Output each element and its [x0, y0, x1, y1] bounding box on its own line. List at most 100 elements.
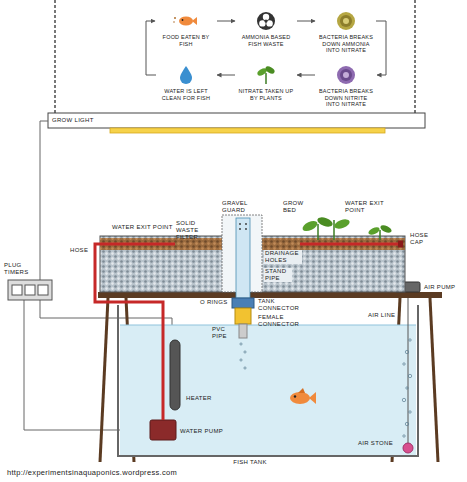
table-leg [430, 298, 438, 462]
bacteria-icon [337, 12, 355, 30]
hose-cap [398, 241, 403, 248]
part-label: GROW LIGHT [52, 117, 94, 124]
chain [55, 0, 415, 113]
air-stone [403, 443, 413, 453]
bubbles [409, 411, 411, 413]
part-label: O RINGS [200, 299, 227, 306]
water-pump [150, 420, 176, 440]
fish [294, 395, 296, 397]
part-label: AIR LINE [368, 312, 395, 319]
power-wire [40, 121, 48, 280]
stand-pipe [236, 218, 250, 298]
plug-timers [8, 280, 52, 300]
plant-icon [256, 65, 275, 84]
bubbles [402, 398, 405, 401]
biohazard-icon [257, 12, 275, 30]
fish [309, 392, 316, 404]
plant [301, 216, 393, 240]
cycle-step: NITRATE TAKEN UP BY PLANTS [238, 64, 294, 101]
plug-timers [12, 285, 22, 295]
cycle-step: FOOD EATEN BY FISH [158, 10, 214, 47]
bubbles [240, 359, 242, 361]
biohazard-icon [263, 14, 269, 20]
step-text: BACTERIA BREAKS DOWN NITRITE INTO NITRAT… [318, 88, 374, 108]
bacteria-icon [337, 66, 355, 84]
plug-timers [8, 280, 52, 300]
bubbles [406, 387, 408, 389]
fish-food-icon [173, 17, 197, 26]
fish [290, 392, 310, 404]
air-line [408, 292, 409, 443]
step-text: BACTERIA BREAKS DOWN AMMONIA INTO NITRAT… [318, 34, 374, 54]
female-connector [235, 308, 251, 324]
plug-timers [38, 285, 48, 295]
table-leg [100, 298, 108, 462]
bubbles [244, 351, 246, 353]
part-label: FISH TANK [220, 459, 280, 466]
step-text: AMMONIA BASED FISH WASTE [238, 34, 294, 47]
part-label: WATER EXIT POINT [345, 200, 385, 214]
cycle-step: AMMONIA BASED FISH WASTE [238, 10, 294, 47]
air-line [408, 292, 409, 443]
bacteria-icon [337, 66, 355, 84]
part-label: TANK CONNECTOR [258, 298, 300, 312]
cycle-arrow [297, 75, 315, 76]
bacteria-icon [343, 18, 349, 24]
step-text: NITRATE TAKEN UP BY PLANTS [238, 88, 294, 101]
tank-connector [232, 298, 254, 308]
part-label: HOSE [70, 247, 88, 254]
chain [414, 0, 416, 113]
fish-food-icon [182, 19, 184, 21]
pvc-pipe [239, 324, 247, 338]
stand-pipe [245, 228, 247, 230]
hose [95, 244, 175, 420]
heater [170, 340, 180, 410]
stand-pipe [239, 223, 241, 225]
fish [290, 388, 316, 404]
grow-light [110, 128, 385, 133]
cycle-step: BACTERIA BREAKS DOWN AMMONIA INTO NITRAT… [318, 10, 374, 54]
source-url: http://experimentsinaquaponics.wordpress… [6, 468, 178, 477]
plant [367, 226, 380, 237]
table-leg [100, 298, 438, 462]
bubbles [240, 339, 412, 437]
stand-pipe [239, 228, 241, 230]
part-label: AIR PUMP [424, 284, 455, 291]
hose-cap [398, 241, 403, 248]
plant [316, 216, 334, 229]
water-drop-icon [180, 66, 192, 84]
air-stone [403, 443, 413, 453]
part-label: FEMALE CONNECTOR [258, 314, 300, 328]
hose [300, 243, 398, 246]
hose [95, 244, 398, 420]
step-text: FOOD EATEN BY FISH [158, 34, 214, 47]
bacteria-icon [340, 15, 352, 27]
cycle-arrow [217, 21, 235, 22]
heater [170, 340, 180, 410]
part-label: PLUG TIMERS [4, 262, 34, 276]
bubbles [240, 343, 242, 345]
cycle-step: WATER IS LEFT CLEAN FOR FISH [158, 64, 214, 101]
part-label: SOLID WASTE FILTER [176, 220, 218, 240]
part-label: WATER PUMP [180, 428, 223, 435]
female-connector [235, 308, 251, 324]
tank-connector [232, 298, 254, 308]
fish-food-icon [173, 21, 175, 23]
plant [379, 224, 392, 235]
biohazard-icon [264, 19, 267, 22]
bubbles [244, 367, 246, 369]
cycle-arrow [376, 21, 386, 75]
part-label: DRAINAGE HOLES [264, 250, 302, 264]
fish-food-icon [179, 17, 193, 26]
grow-light [48, 113, 425, 133]
part-label: HEATER [186, 395, 212, 402]
part-label: STAND PIPE [264, 268, 292, 282]
chain [54, 0, 56, 113]
pvc-pipe [239, 324, 247, 338]
part-label: HOSE CAP [410, 232, 434, 246]
cycle-arrow [146, 21, 156, 75]
